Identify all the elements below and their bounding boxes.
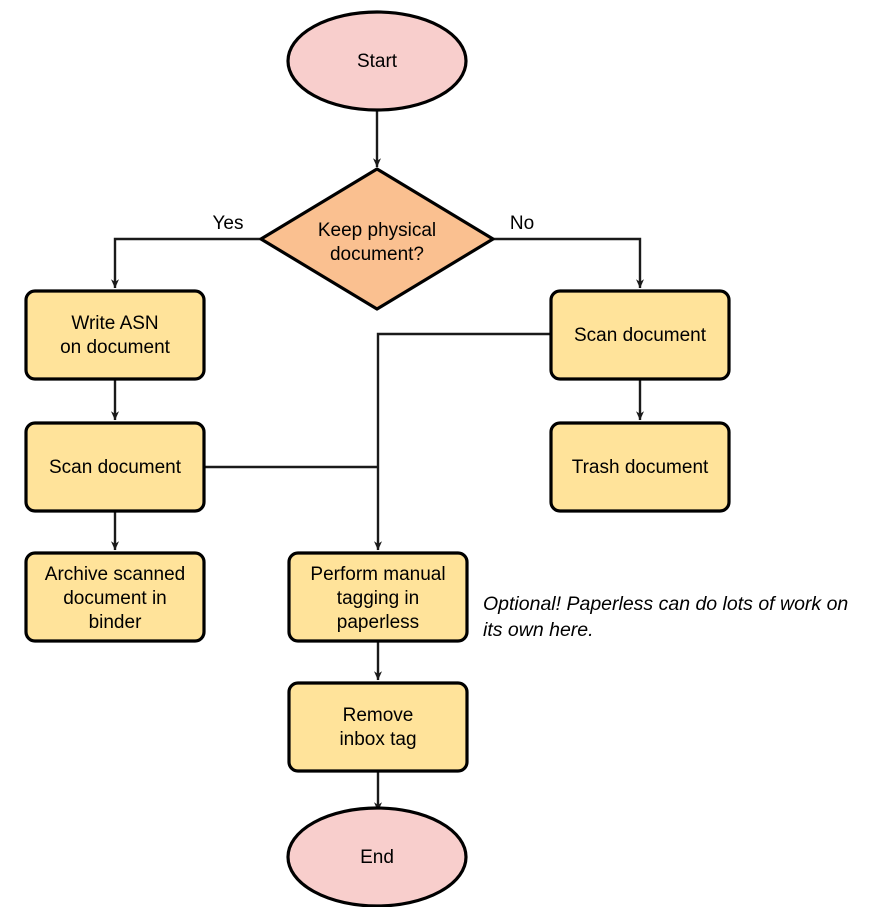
- edge-label-layer: Yes No: [213, 213, 535, 234]
- archive-binder-label-line3: binder: [89, 612, 142, 633]
- archive-binder-box[interactable]: [24, 551, 206, 643]
- remove-inbox-tag-label-line2: inbox tag: [339, 729, 416, 750]
- manual-tagging-label-line2: tagging in: [337, 588, 419, 609]
- trash-document-label: Trash document: [572, 457, 709, 478]
- note-optional-line1: Optional! Paperless can do lots of work …: [483, 593, 848, 615]
- node-archive-binder[interactable]: Archive scanned document in binder: [24, 551, 206, 643]
- start-label: Start: [357, 51, 398, 72]
- end-label: End: [360, 847, 394, 868]
- remove-inbox-tag-box[interactable]: [287, 681, 469, 773]
- edge-scan-right-to-tagging: [374, 332, 551, 551]
- write-asn-box[interactable]: [24, 289, 206, 381]
- node-scan-document-right[interactable]: Scan document: [549, 289, 731, 381]
- node-layer: Start Keep physical document? Write ASN …: [24, 10, 731, 907]
- end-ellipse[interactable]: [286, 806, 468, 907]
- edge-decision-to-scan-right: [493, 237, 644, 289]
- node-remove-inbox-tag[interactable]: Remove inbox tag: [287, 681, 469, 773]
- manual-tagging-label-line3: paperless: [337, 612, 419, 633]
- note-optional-line2: its own here.: [483, 619, 594, 641]
- node-decision-keep-physical[interactable]: Keep physical document?: [259, 167, 495, 311]
- note-optional: Optional! Paperless can do lots of work …: [483, 593, 848, 641]
- scan-document-left-label: Scan document: [49, 457, 182, 478]
- node-trash-document[interactable]: Trash document: [549, 421, 731, 513]
- edge-label-yes: Yes: [213, 213, 244, 234]
- decision-label-line2: document?: [330, 244, 424, 265]
- node-write-asn[interactable]: Write ASN on document: [24, 289, 206, 381]
- scan-document-left-box[interactable]: [24, 421, 206, 513]
- edge-decision-to-write-asn: [111, 237, 261, 289]
- scan-document-right-label: Scan document: [574, 325, 707, 346]
- archive-binder-label-line1: Archive scanned: [45, 564, 185, 585]
- node-manual-tagging[interactable]: Perform manual tagging in paperless: [287, 551, 469, 643]
- write-asn-label-line1: Write ASN: [71, 313, 158, 334]
- scan-document-right-box[interactable]: [549, 289, 731, 381]
- node-end[interactable]: End: [286, 806, 468, 907]
- node-start[interactable]: Start: [286, 10, 468, 112]
- decision-diamond[interactable]: [259, 167, 495, 311]
- start-ellipse[interactable]: [286, 10, 468, 112]
- node-scan-document-left[interactable]: Scan document: [24, 421, 206, 513]
- trash-document-box[interactable]: [549, 421, 731, 513]
- manual-tagging-box[interactable]: [287, 551, 469, 643]
- manual-tagging-label-line1: Perform manual: [310, 564, 445, 585]
- remove-inbox-tag-label-line1: Remove: [343, 705, 414, 726]
- write-asn-label-line2: on document: [60, 337, 171, 358]
- edge-label-no: No: [510, 213, 534, 234]
- edge-layer: [111, 111, 644, 812]
- decision-label-line1: Keep physical: [318, 220, 436, 241]
- archive-binder-label-line2: document in: [63, 588, 167, 609]
